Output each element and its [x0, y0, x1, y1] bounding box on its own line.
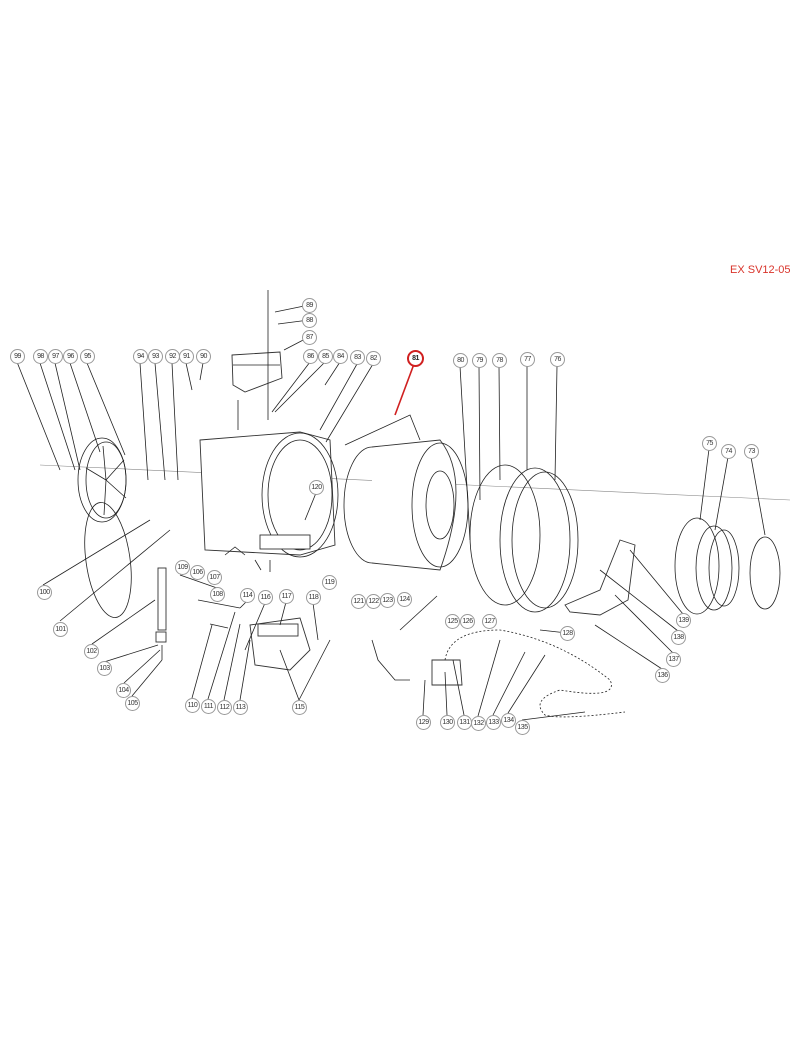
callout-122[interactable]: 122: [366, 594, 381, 609]
callout-131[interactable]: 131: [457, 715, 472, 730]
callout-102[interactable]: 102: [84, 644, 99, 659]
callout-107[interactable]: 107: [207, 570, 222, 585]
callout-113[interactable]: 113: [233, 700, 248, 715]
door-seals: [469, 464, 781, 615]
callout-119[interactable]: 119: [322, 575, 337, 590]
callout-116[interactable]: 116: [258, 590, 273, 605]
callout-115[interactable]: 115: [292, 700, 307, 715]
callout-114[interactable]: 114: [240, 588, 255, 603]
drain-pump: [197, 599, 311, 671]
callout-83[interactable]: 83: [350, 350, 365, 365]
callout-132[interactable]: 132: [471, 716, 486, 731]
callout-78[interactable]: 78: [492, 353, 507, 368]
callout-92[interactable]: 92: [165, 349, 180, 364]
callout-134[interactable]: 134: [501, 713, 516, 728]
highlight-leader: [394, 363, 415, 416]
callout-77[interactable]: 77: [520, 352, 535, 367]
callout-110[interactable]: 110: [185, 698, 200, 713]
callout-112[interactable]: 112: [217, 700, 232, 715]
callout-89[interactable]: 89: [302, 298, 317, 313]
callout-124[interactable]: 124: [397, 592, 412, 607]
callout-135[interactable]: 135: [515, 720, 530, 735]
callout-97[interactable]: 97: [48, 349, 63, 364]
callout-106[interactable]: 106: [190, 565, 205, 580]
callout-75[interactable]: 75: [702, 436, 717, 451]
callout-123[interactable]: 123: [380, 593, 395, 608]
callout-73[interactable]: 73: [744, 444, 759, 459]
callout-108[interactable]: 108: [210, 587, 225, 602]
hinge-bracket: [564, 539, 636, 616]
callout-111[interactable]: 111: [201, 699, 216, 714]
shock-absorber: [155, 567, 167, 660]
leader-lines: [16, 304, 766, 721]
callout-125[interactable]: 125: [445, 614, 460, 629]
callout-87[interactable]: 87: [302, 330, 317, 345]
callout-100[interactable]: 100: [37, 585, 52, 600]
callout-86[interactable]: 86: [303, 349, 318, 364]
callout-136[interactable]: 136: [655, 668, 670, 683]
callout-109[interactable]: 109: [175, 560, 190, 575]
callout-91[interactable]: 91: [179, 349, 194, 364]
callout-120[interactable]: 120: [309, 480, 324, 495]
callout-81-highlighted[interactable]: 81: [407, 350, 424, 367]
drawing-code: EX SV12-05: [730, 264, 791, 276]
callout-138[interactable]: 138: [671, 630, 686, 645]
callout-94[interactable]: 94: [133, 349, 148, 364]
callout-90[interactable]: 90: [196, 349, 211, 364]
callout-117[interactable]: 117: [279, 589, 294, 604]
callout-129[interactable]: 129: [416, 715, 431, 730]
callout-105[interactable]: 105: [125, 696, 140, 711]
counterweight: [231, 290, 283, 430]
callout-96[interactable]: 96: [63, 349, 78, 364]
callout-93[interactable]: 93: [148, 349, 163, 364]
callout-133[interactable]: 133: [486, 715, 501, 730]
callout-128[interactable]: 128: [560, 626, 575, 641]
callout-88[interactable]: 88: [302, 313, 317, 328]
callout-85[interactable]: 85: [318, 349, 333, 364]
callout-121[interactable]: 121: [351, 594, 366, 609]
callout-137[interactable]: 137: [666, 652, 681, 667]
callout-130[interactable]: 130: [440, 715, 455, 730]
callout-103[interactable]: 103: [97, 661, 112, 676]
callout-104[interactable]: 104: [116, 683, 131, 698]
callout-99[interactable]: 99: [10, 349, 25, 364]
callout-98[interactable]: 98: [33, 349, 48, 364]
callout-95[interactable]: 95: [80, 349, 95, 364]
callout-82[interactable]: 82: [366, 351, 381, 366]
callout-101[interactable]: 101: [53, 622, 68, 637]
callout-74[interactable]: 74: [721, 444, 736, 459]
rear-tub-half: [199, 431, 339, 572]
callout-80[interactable]: 80: [453, 353, 468, 368]
callout-139[interactable]: 139: [676, 613, 691, 628]
callout-118[interactable]: 118: [306, 590, 321, 605]
drum: [343, 414, 469, 571]
callout-127[interactable]: 127: [482, 614, 497, 629]
callout-84[interactable]: 84: [333, 349, 348, 364]
callout-126[interactable]: 126: [460, 614, 475, 629]
callout-76[interactable]: 76: [550, 352, 565, 367]
pulley: [77, 437, 132, 618]
callout-79[interactable]: 79: [472, 353, 487, 368]
